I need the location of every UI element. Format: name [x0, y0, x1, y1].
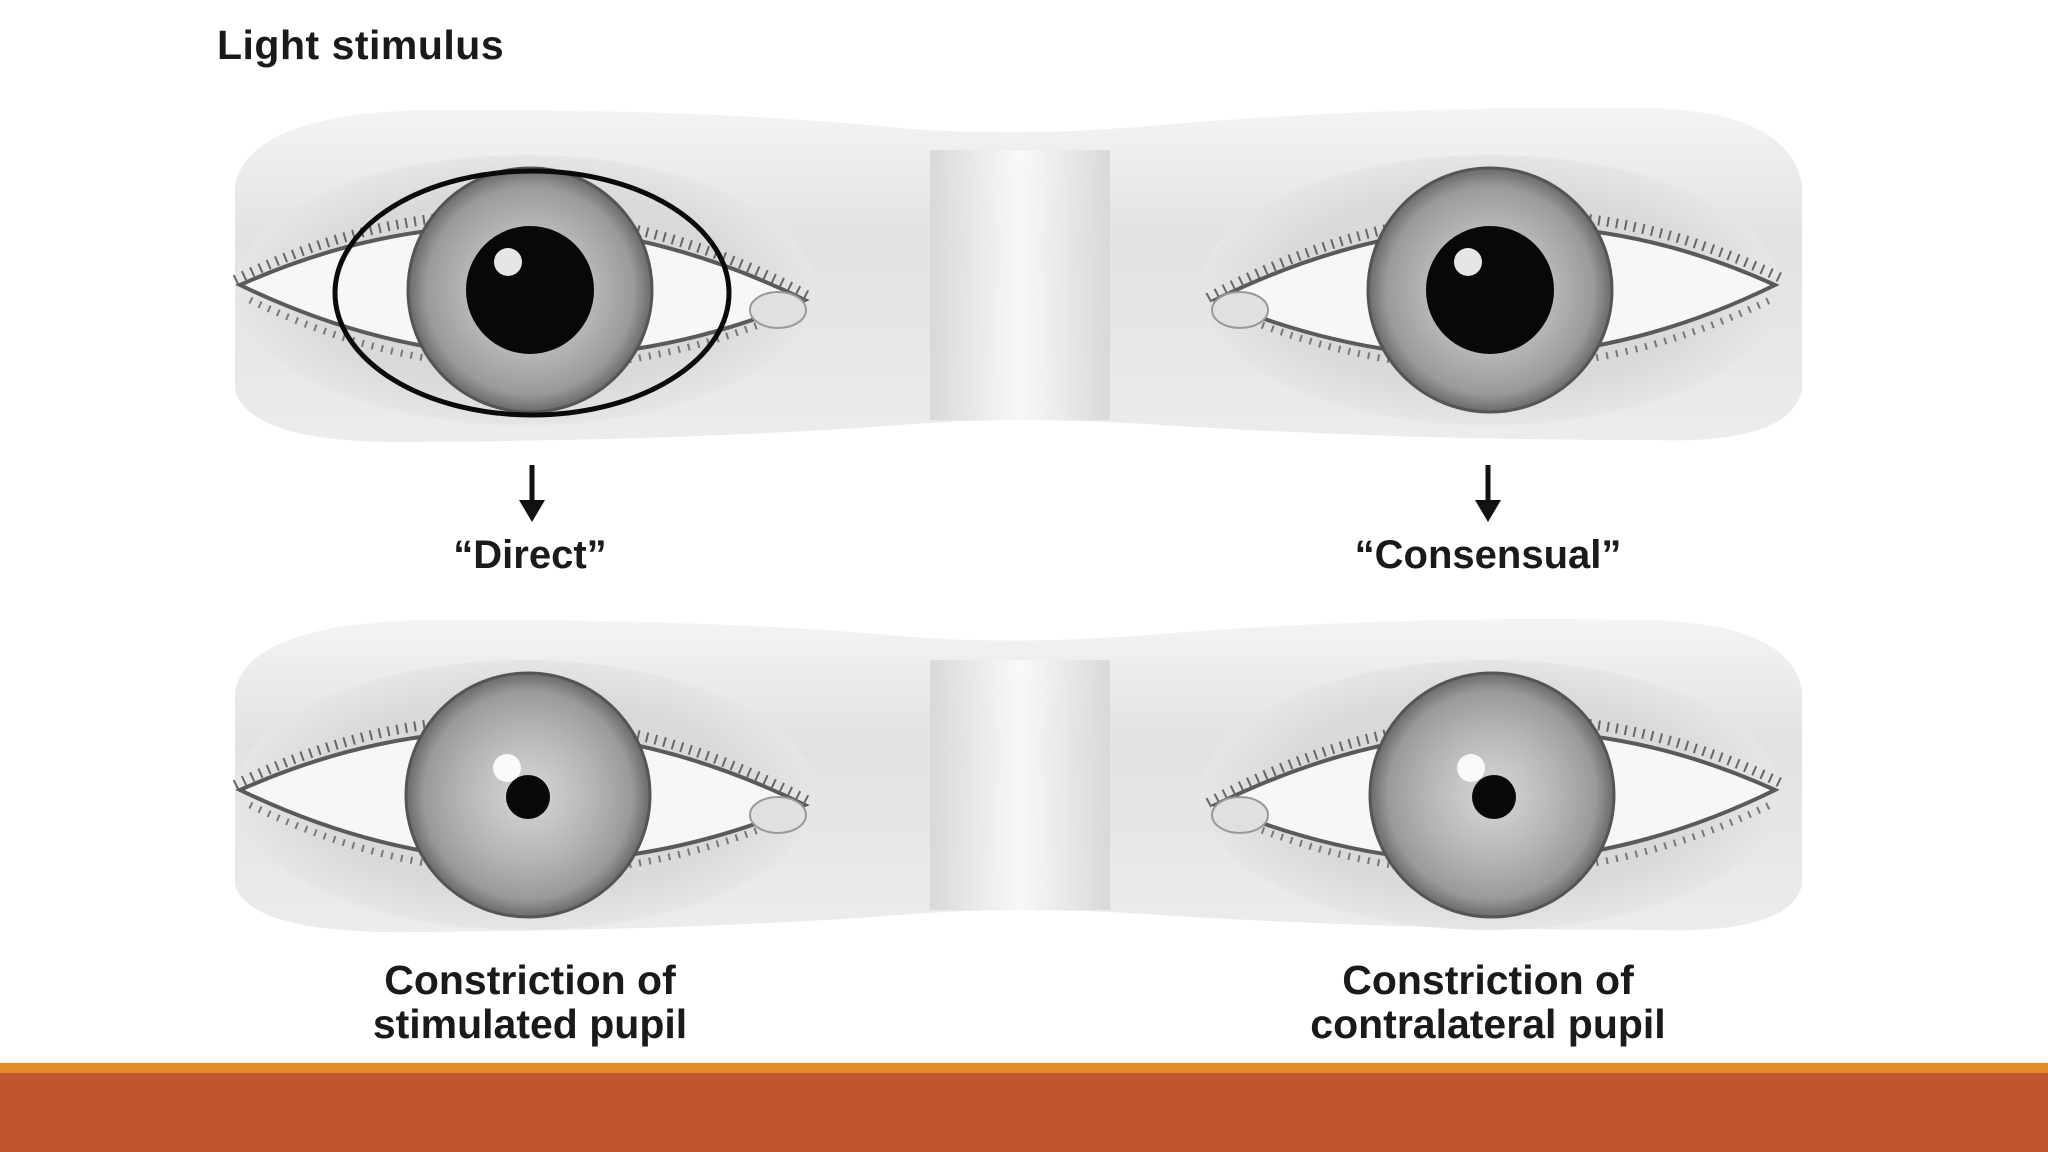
footer-accent-line [0, 1063, 2048, 1073]
pupil-dilated-top-left [466, 226, 594, 354]
arrow-direct [519, 465, 545, 522]
light-stimulus-circle [332, 168, 732, 418]
caption-left-line1: Constriction of [384, 957, 676, 1003]
pupil-constricted-bottom-right [1472, 775, 1516, 819]
eye-top-right [1200, 155, 1788, 425]
caption-right-line1: Constriction of [1342, 957, 1634, 1003]
footer-bar [0, 1073, 2048, 1152]
eye-bottom-left [232, 660, 815, 930]
arrow-consensual [1475, 465, 1501, 522]
eye-bottom-right [1200, 660, 1788, 930]
light-stimulus-label: Light stimulus [217, 22, 505, 68]
pupil-dilated-top-right [1426, 226, 1554, 354]
caption-left-line2: stimulated pupil [372, 1001, 688, 1047]
eye-top-left [232, 155, 815, 425]
consensual-label: “Consensual” [1354, 533, 1622, 577]
caption-contralateral-pupil: Constriction of contralateral pupil [1208, 958, 1768, 1046]
caption-right-line2: contralateral pupil [1310, 1001, 1666, 1047]
pupil-constricted-bottom-left [506, 775, 550, 819]
caption-stimulated-pupil: Constriction of stimulated pupil [250, 958, 810, 1046]
direct-label: “Direct” [453, 533, 607, 577]
